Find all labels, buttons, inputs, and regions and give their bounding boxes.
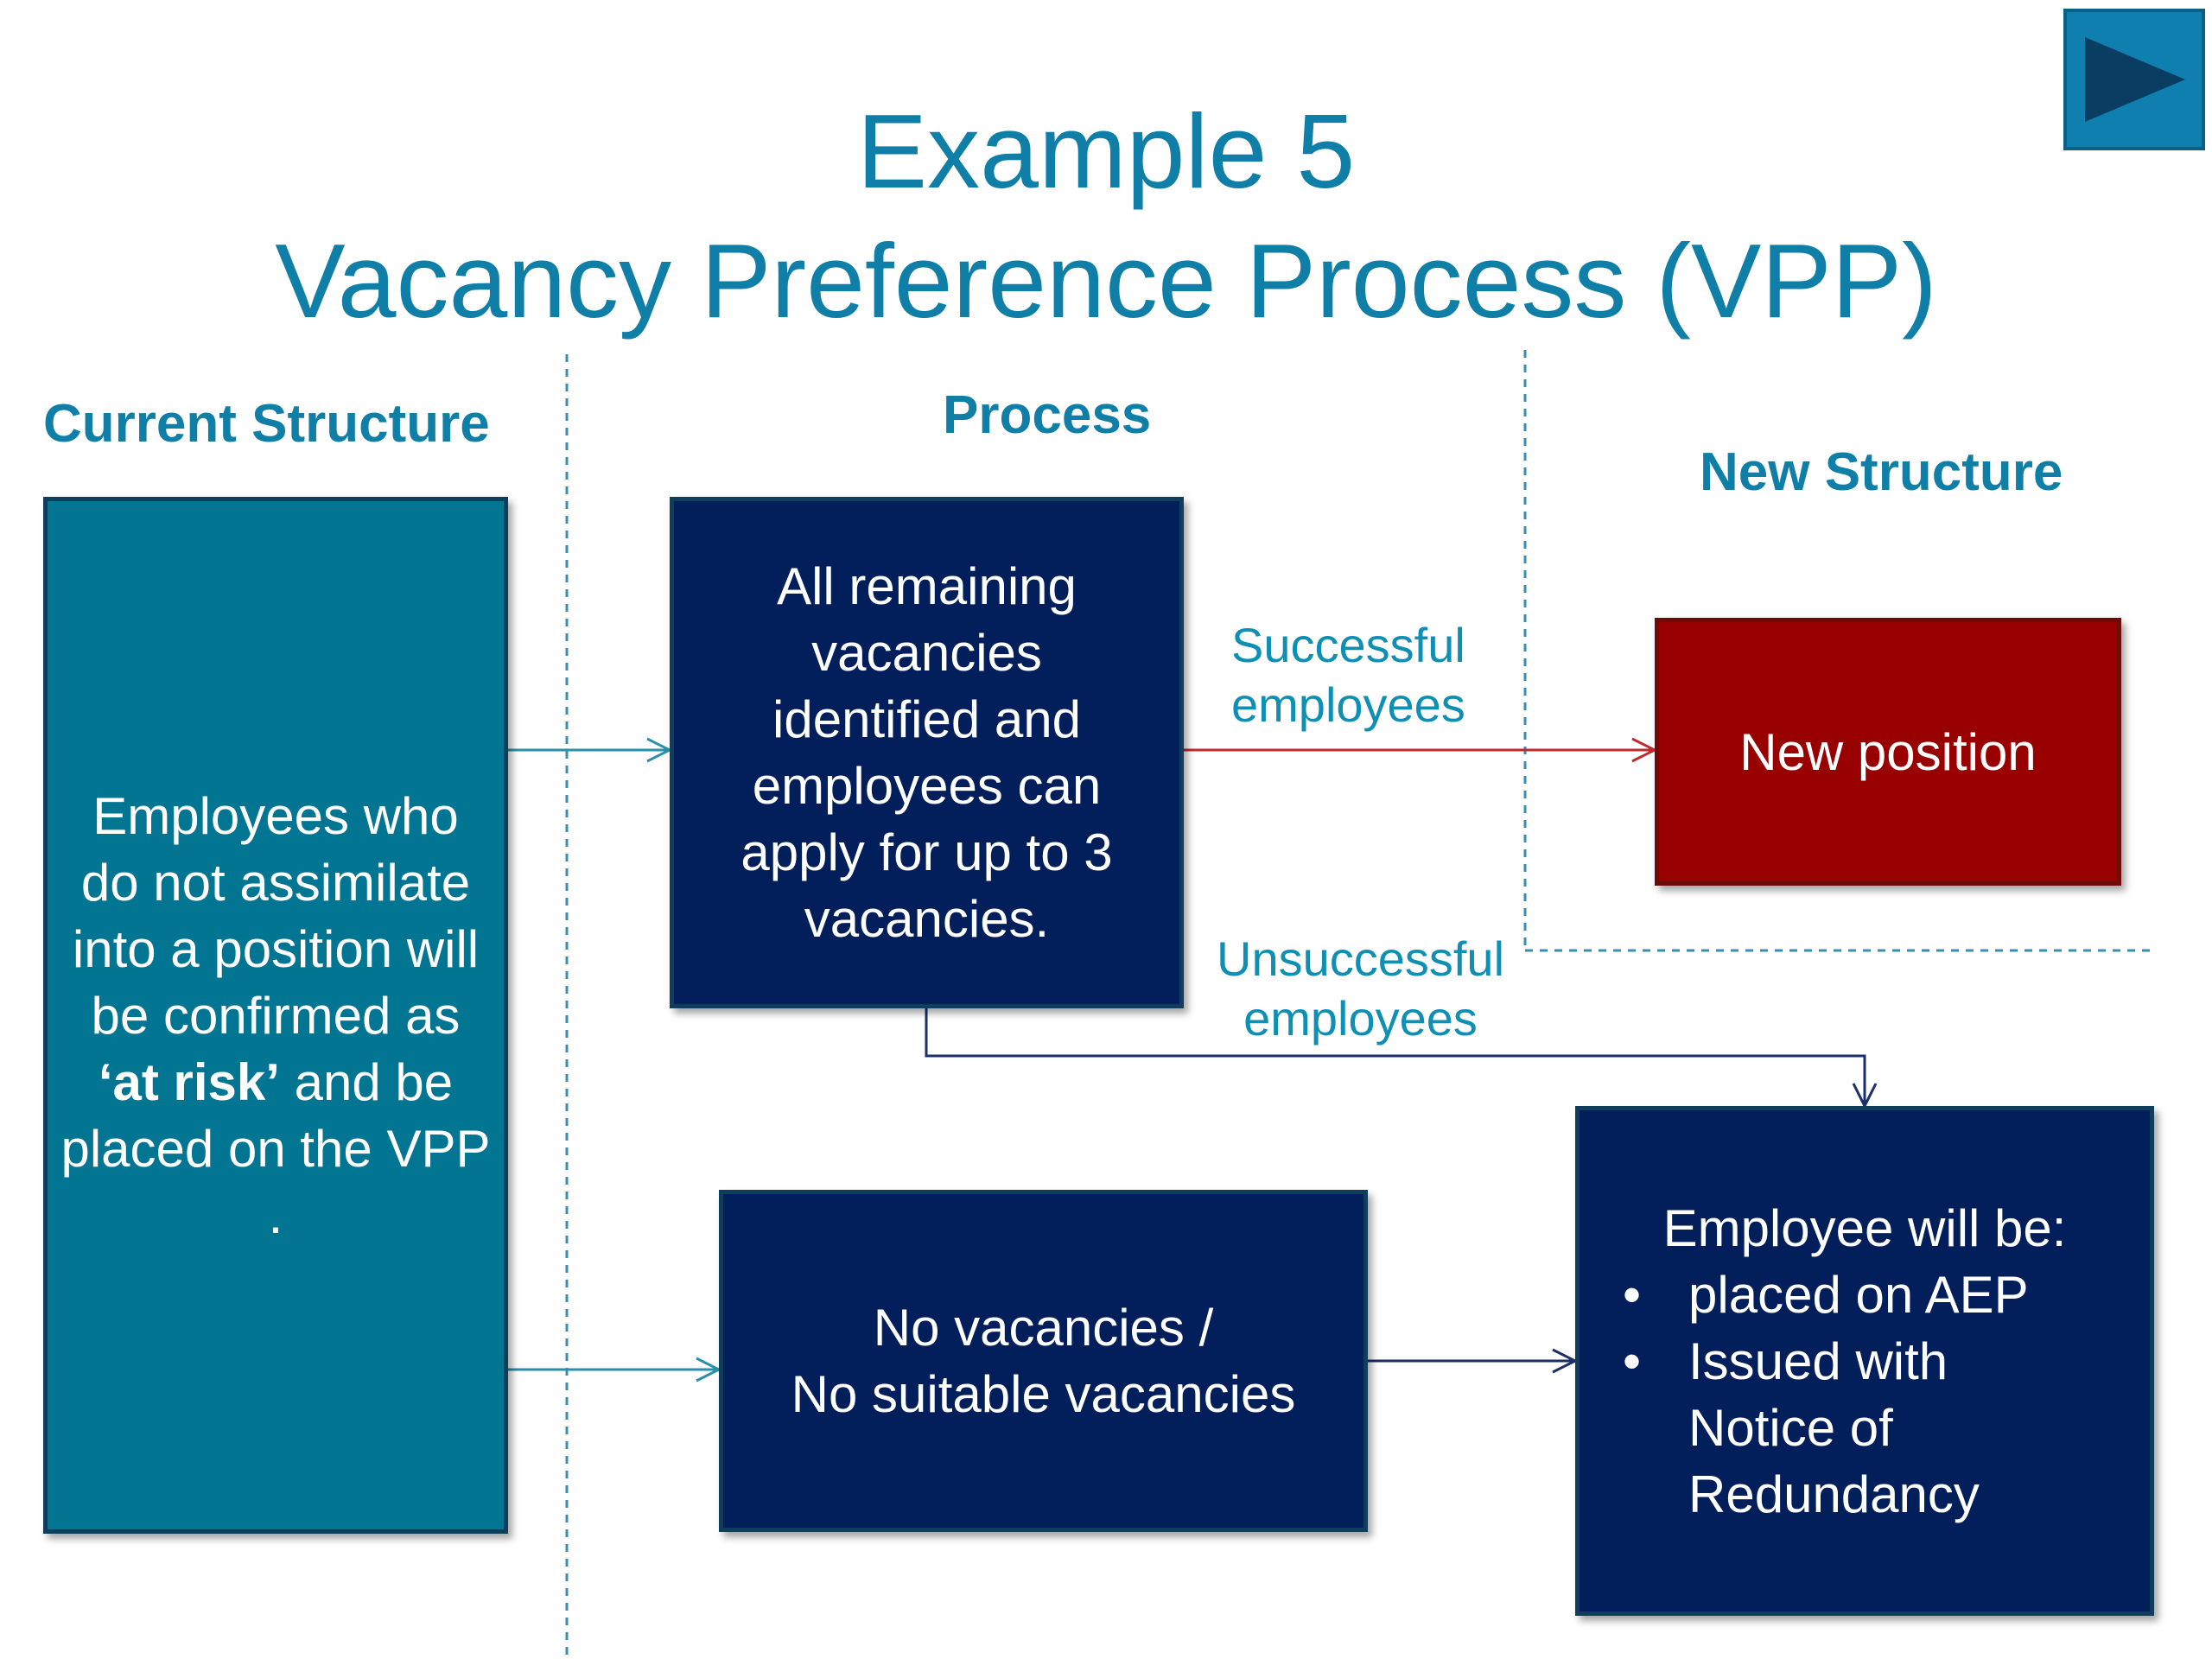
successful-employees-label: Successful employees [1231, 618, 1465, 732]
next-slide-button[interactable] [2063, 9, 2205, 150]
outcome-bullet-list: placed on AEP Issued with Notice of Redu… [1623, 1262, 2107, 1528]
play-triangle-icon [2085, 37, 2185, 122]
column-heading-new-structure: New Structure [1700, 442, 2063, 502]
arrow-unsuccessful [925, 1008, 1865, 1106]
at-risk-employees-text: Employees who do not assimilate into a p… [60, 786, 491, 1244]
no-vacancies-text: No vacancies / No suitable vacancies [791, 1299, 1296, 1423]
column-heading-current-structure: Current Structure [43, 394, 490, 454]
at-risk-employees-box: Employees who do not assimilate into a p… [43, 497, 508, 1534]
page-title-line-2: Vacancy Preference Process (VPP) [275, 222, 1937, 340]
page-title-line-1: Example 5 [856, 92, 1356, 210]
remaining-vacancies-text: All remaining vacancies identified and e… [741, 557, 1113, 948]
new-position-box: New position [1655, 618, 2121, 886]
unsuccessful-employees-label: Unsuccessful employees [1217, 931, 1505, 1046]
no-vacancies-box: No vacancies / No suitable vacancies [719, 1190, 1368, 1532]
outcome-heading: Employee will be: [1662, 1198, 2067, 1257]
column-heading-process: Process [943, 385, 1152, 445]
outcome-box: Employee will be: placed on AEP Issued w… [1575, 1106, 2154, 1616]
remaining-vacancies-box: All remaining vacancies identified and e… [670, 497, 1184, 1008]
at-risk-emphasis: ‘at risk’ [98, 1052, 280, 1111]
outcome-bullet: Issued with Notice of Redundancy [1623, 1328, 2107, 1528]
new-position-text: New position [1739, 722, 2037, 781]
outcome-bullet: placed on AEP [1623, 1262, 2107, 1328]
outcome-content: Employee will be: placed on AEP Issued w… [1623, 1195, 2107, 1528]
